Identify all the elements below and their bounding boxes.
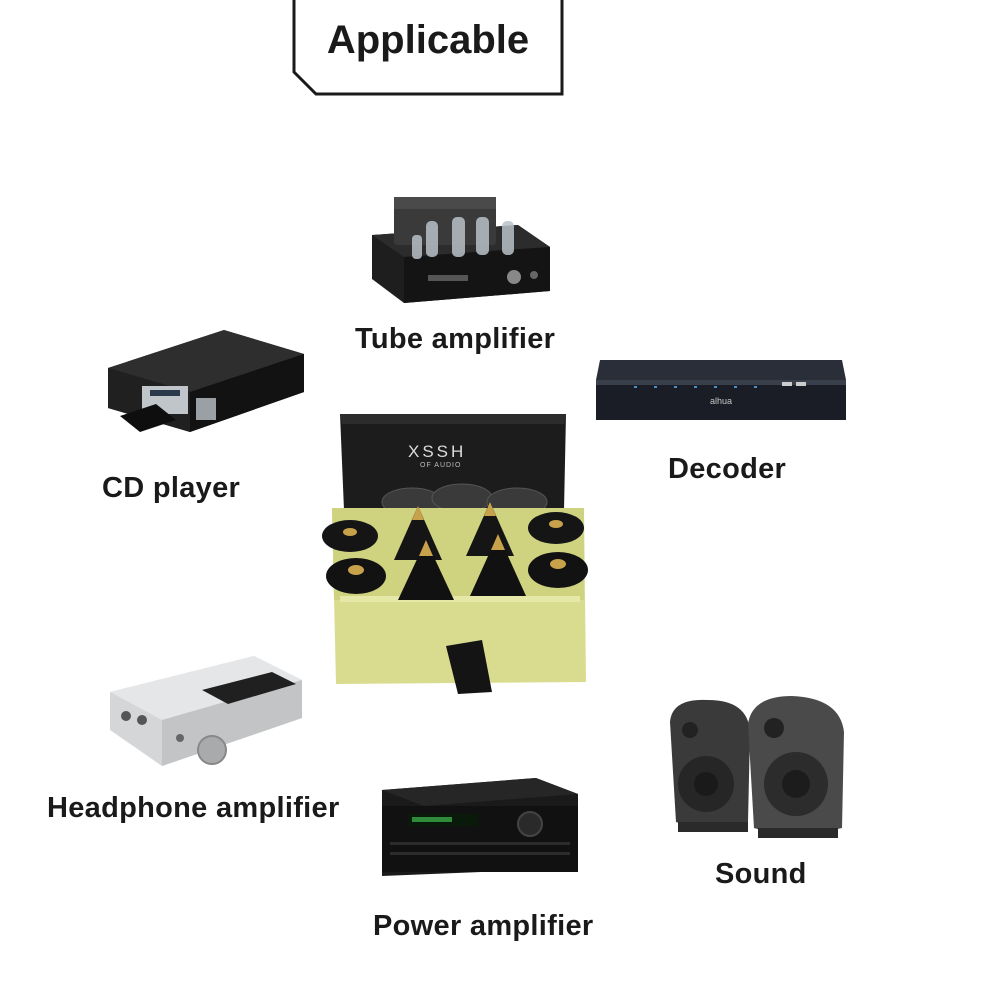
section-header: Applicable [292,0,564,96]
decoder-label: Decoder [668,453,787,485]
headphone-amplifier-image [104,654,304,774]
cd-player-image [106,328,306,440]
header-frame [292,0,564,96]
cd-player-label: CD player [102,472,241,504]
power-amplifier-image [380,776,580,880]
power-amplifier-label: Power amplifier [373,910,594,942]
tube-amplifier-label: Tube amplifier [355,323,556,355]
tube-amplifier-image [368,195,554,307]
sound-label: Sound [715,858,807,890]
sound-speakers-image [664,692,852,840]
headphone-amplifier-label: Headphone amplifier [47,792,340,824]
decoder-brand-text: alhua [710,396,733,406]
header-title-text: Applicable [326,18,530,62]
product-box-image: XSSH OF AUDIO [322,410,592,694]
box-brand-text: XSSH [408,442,467,461]
box-brand-subtext: OF AUDIO [420,462,462,469]
decoder-image: alhua [594,352,848,424]
